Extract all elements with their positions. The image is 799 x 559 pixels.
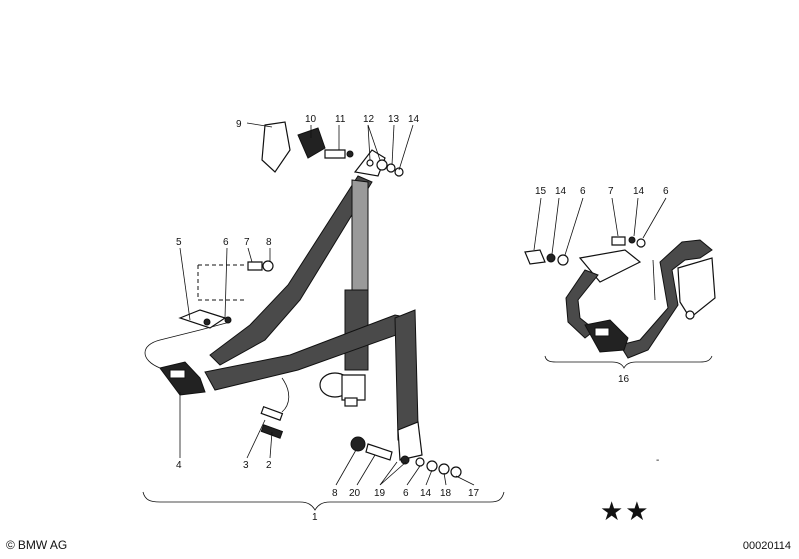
callout-7: 7 [608,186,614,197]
detail-leader-lines [533,197,713,369]
callout-14: 14 [420,488,432,499]
diagram-number: 00020114 [742,540,791,552]
callout-15: 15 [535,186,547,197]
callout-6: 6 [580,186,586,197]
callout-10: 10 [305,114,317,125]
dash-mark: - [656,455,659,466]
callout-6: 6 [663,186,669,197]
callout-19: 19 [374,488,386,499]
callout-8: 8 [266,237,272,248]
callout-8: 8 [332,488,338,499]
callout-14: 14 [408,114,420,125]
callout-2: 2 [266,460,272,471]
main-callouts: 9 10 11 12 13 14 5 6 7 8 4 3 2 8 20 19 6… [176,114,480,523]
main-belt-assembly [144,121,462,478]
brand-label: BMW AG [17,538,68,552]
stars-mark: ★★ [600,496,651,526]
copyright-icon: © [6,538,15,552]
callout-20: 20 [349,488,361,499]
callout-7: 7 [244,237,250,248]
callout-1: 1 [312,512,318,523]
callout-18: 18 [440,488,452,499]
callout-11: 11 [335,114,346,125]
callout-14: 14 [633,186,645,197]
callout-4: 4 [176,460,182,471]
callout-9: 9 [236,119,242,130]
copyright-notice: © BMW AG [6,538,67,552]
callout-16: 16 [618,374,630,385]
callout-17: 17 [468,488,480,499]
detail-belt-assembly [524,236,716,359]
callout-6: 6 [403,488,409,499]
callout-3: 3 [243,460,249,471]
callout-13: 13 [388,114,400,125]
callout-14: 14 [555,186,567,197]
main-leader-lines [142,122,505,511]
callout-5: 5 [176,237,182,248]
detail-callouts: 15 14 6 7 14 6 16 - [535,186,669,466]
callout-12: 12 [363,114,375,125]
callout-6: 6 [223,237,229,248]
